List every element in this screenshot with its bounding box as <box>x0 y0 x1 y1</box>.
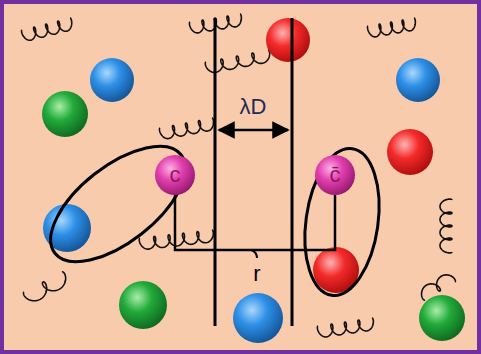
quark-sphere <box>387 129 433 175</box>
quark-label: c <box>170 164 181 186</box>
quark-sphere <box>42 91 88 137</box>
gluon-spring <box>159 118 213 139</box>
screening-line <box>291 18 294 326</box>
gluon-spring <box>22 18 72 40</box>
gluon-spring <box>23 272 65 301</box>
length-arrow <box>219 129 288 132</box>
quark-label: c̄ <box>330 164 341 186</box>
bracket-tick <box>251 250 257 258</box>
quark-sphere <box>266 18 310 62</box>
quark-sphere <box>396 58 440 102</box>
distance-bracket <box>175 195 335 250</box>
charm-quark: c̄ <box>315 155 355 195</box>
quark-sphere <box>119 281 167 329</box>
gluon-spring <box>440 199 452 253</box>
charm-quark: c <box>155 155 195 195</box>
quark-sphere <box>419 295 465 341</box>
debye-length-label: λD <box>240 96 267 118</box>
quark-sphere <box>90 58 134 102</box>
quark-sphere <box>233 293 283 343</box>
screening-line <box>214 18 217 326</box>
distance-label: r <box>253 263 260 285</box>
gluon-spring <box>368 18 416 37</box>
gluon-spring <box>317 318 373 337</box>
gluon-spring <box>139 230 213 249</box>
bound-ellipse <box>32 125 205 283</box>
bound-ellipse <box>296 144 388 301</box>
